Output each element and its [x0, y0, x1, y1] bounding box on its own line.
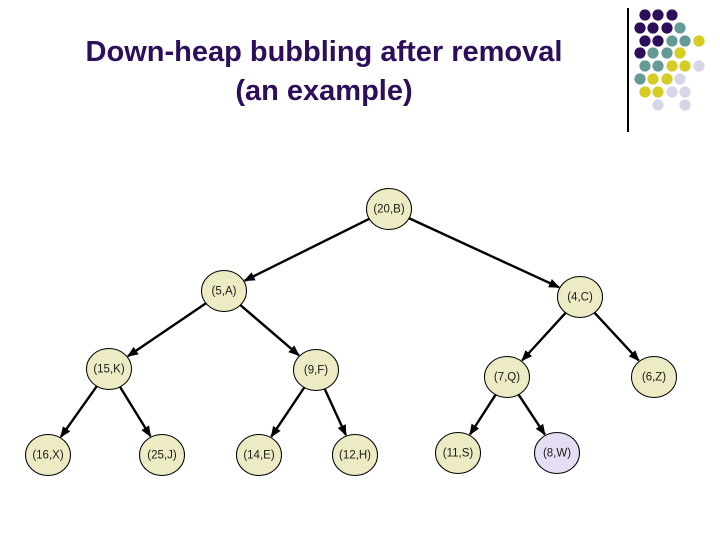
- tree-node-8W: (8,W): [534, 432, 580, 474]
- title-line-2: (an example): [235, 75, 413, 107]
- tree-node-25J: (25,J): [139, 434, 185, 476]
- tree-node-circle: [139, 434, 185, 476]
- tree-edge-9F-14E: [270, 386, 306, 438]
- tree-node-9F: (9,F): [293, 349, 339, 391]
- tree-node-circle-highlighted: [534, 432, 580, 474]
- decoration-dot: [647, 22, 659, 34]
- decoration-dot: [666, 60, 678, 72]
- decoration-dot: [634, 73, 646, 85]
- tree-node-label: (7,Q): [494, 372, 520, 384]
- tree-node-15K: (15,K): [86, 348, 132, 390]
- decoration-dot: [666, 86, 678, 98]
- decoration-dot: [647, 73, 659, 85]
- decoration-dot: [674, 22, 686, 34]
- tree-edge-15K-16X: [59, 385, 98, 438]
- tree-node-circle: [86, 348, 132, 390]
- tree-node-circle: [557, 276, 603, 318]
- decoration-dot: [634, 22, 646, 34]
- decoration-dot: [652, 9, 664, 21]
- tree-edge-4C-6Z: [593, 311, 640, 362]
- decoration-dot: [679, 99, 691, 111]
- tree-edge-9F-12H: [323, 388, 347, 437]
- tree-edges: [59, 217, 640, 438]
- tree-node-label: (25,J): [147, 450, 177, 462]
- decoration-dot: [652, 35, 664, 47]
- tree-node-label: (12,H): [339, 450, 371, 462]
- decoration-dot: [693, 60, 705, 72]
- tree-node-circle: [484, 356, 530, 398]
- tree-node-label: (9,F): [304, 365, 328, 377]
- decoration-dot: [639, 86, 651, 98]
- tree-edge-20B-5A: [243, 217, 370, 282]
- decoration-dot: [666, 9, 678, 21]
- tree-node-label: (20,B): [373, 204, 404, 216]
- tree-edge-5A-9F: [239, 304, 300, 357]
- decoration-dot: [639, 60, 651, 72]
- decoration-dot: [652, 60, 664, 72]
- tree-nodes: (20,B) (5,A) (4,C) (15,K) (9,F) (7,Q) (6,Z) (16…: [25, 188, 677, 476]
- tree-node-circle: [366, 188, 412, 230]
- tree-node-circle: [293, 349, 339, 391]
- tree-edge-5A-15K: [127, 302, 207, 358]
- tree-node-7Q: (7,Q): [484, 356, 530, 398]
- tree-node-circle: [631, 356, 677, 398]
- title-line-1: Down-heap bubbling after removal: [85, 36, 563, 68]
- tree-node-14E: (14,E): [236, 434, 282, 476]
- tree-node-circle: [201, 270, 247, 312]
- decoration-dot: [693, 35, 705, 47]
- tree-edge-20B-4C: [408, 217, 560, 289]
- decoration-dot: [679, 35, 691, 47]
- tree-node-label: (15,K): [93, 364, 124, 376]
- decoration-dot: [652, 86, 664, 98]
- tree-edge-7Q-11S: [468, 394, 497, 436]
- decoration-dot: [652, 99, 664, 111]
- decoration-dot: [661, 22, 673, 34]
- decoration-dot: [647, 47, 659, 59]
- tree-edge-7Q-8W: [517, 393, 546, 436]
- decoration-dot: [674, 73, 686, 85]
- decoration-dot: [634, 47, 646, 59]
- tree-node-circle: [435, 432, 481, 474]
- decoration-dot: [639, 9, 651, 21]
- decoration-dot: [674, 47, 686, 59]
- tree-node-6Z: (6,Z): [631, 356, 677, 398]
- decoration-dot: [661, 47, 673, 59]
- tree-node-label: (14,E): [243, 450, 274, 462]
- tree-node-label: (8,W): [543, 448, 571, 460]
- tree-node-label: (4,C): [567, 292, 593, 304]
- decoration-dot: [679, 60, 691, 72]
- tree-node-label: (16,X): [32, 450, 63, 462]
- tree-node-5A: (5,A): [201, 270, 247, 312]
- decoration-dot: [661, 73, 673, 85]
- tree-node-circle: [332, 434, 378, 476]
- tree-node-20B: (20,B): [366, 188, 412, 230]
- tree-node-label: (11,S): [443, 448, 474, 460]
- tree-edge-4C-7Q: [521, 311, 567, 362]
- decoration-dot: [666, 35, 678, 47]
- decoration-dot: [679, 86, 691, 98]
- tree-node-label: (6,Z): [642, 372, 666, 384]
- tree-node-4C: (4,C): [557, 276, 603, 318]
- tree-edge-15K-25J: [118, 386, 152, 438]
- tree-node-12H: (12,H): [332, 434, 378, 476]
- decoration-dot: [639, 35, 651, 47]
- corner-dots-decoration: [627, 8, 705, 132]
- tree-node-11S: (11,S): [435, 432, 481, 474]
- tree-node-16X: (16,X): [25, 434, 71, 476]
- slide-title: Down-heap bubbling after removal (an exa…: [0, 33, 648, 111]
- tree-node-label: (5,A): [212, 286, 237, 298]
- tree-node-circle: [25, 434, 71, 476]
- tree-node-circle: [236, 434, 282, 476]
